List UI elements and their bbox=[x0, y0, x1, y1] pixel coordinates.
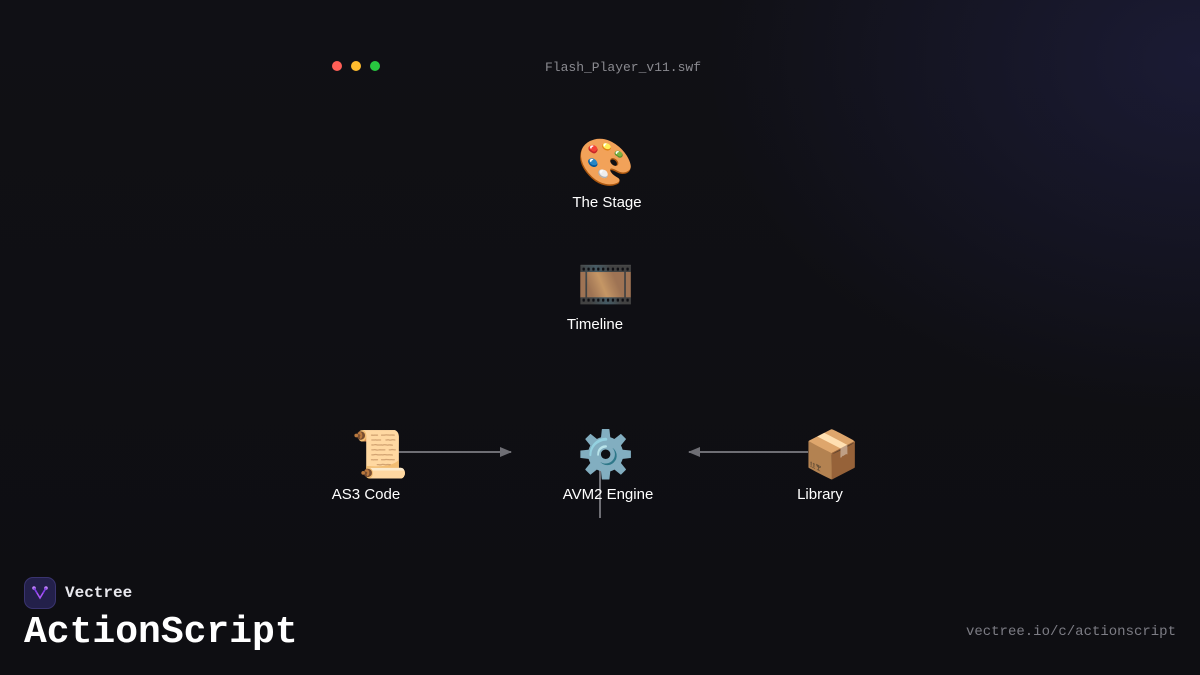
close-button[interactable] bbox=[332, 61, 342, 71]
palette-icon: 🎨 bbox=[577, 135, 635, 189]
brand-name: Vectree bbox=[65, 584, 133, 602]
node-timeline[interactable]: 🎞️ Timeline bbox=[526, 258, 686, 333]
brand: Vectree bbox=[24, 577, 132, 609]
node-label: Timeline bbox=[566, 316, 624, 333]
node-label: AS3 Code bbox=[331, 486, 401, 503]
node-label: Library bbox=[797, 486, 843, 503]
node-library[interactable]: 📦 Library bbox=[752, 428, 912, 503]
window-title: Flash_Player_v11.swf bbox=[544, 60, 702, 75]
footer-url-link[interactable]: vectree.io/c/actionscript bbox=[965, 624, 1176, 640]
maximize-button[interactable] bbox=[370, 61, 380, 71]
scroll-icon: 📜 bbox=[351, 427, 409, 481]
package-icon: 📦 bbox=[803, 427, 861, 481]
node-avm2-engine[interactable]: ⚙️ AVM2 Engine bbox=[526, 428, 686, 503]
node-label: The Stage bbox=[572, 194, 642, 211]
window-controls bbox=[332, 61, 380, 71]
vectree-logo-icon[interactable] bbox=[24, 577, 56, 609]
page-title: ActionScript bbox=[24, 611, 298, 654]
node-the-stage[interactable]: 🎨 The Stage bbox=[526, 136, 686, 211]
node-as3-code[interactable]: 📜 AS3 Code bbox=[300, 428, 460, 503]
film-frames-icon: 🎞️ bbox=[577, 257, 635, 311]
gear-icon: ⚙️ bbox=[577, 427, 635, 481]
minimize-button[interactable] bbox=[351, 61, 361, 71]
node-label: AVM2 Engine bbox=[562, 486, 654, 503]
